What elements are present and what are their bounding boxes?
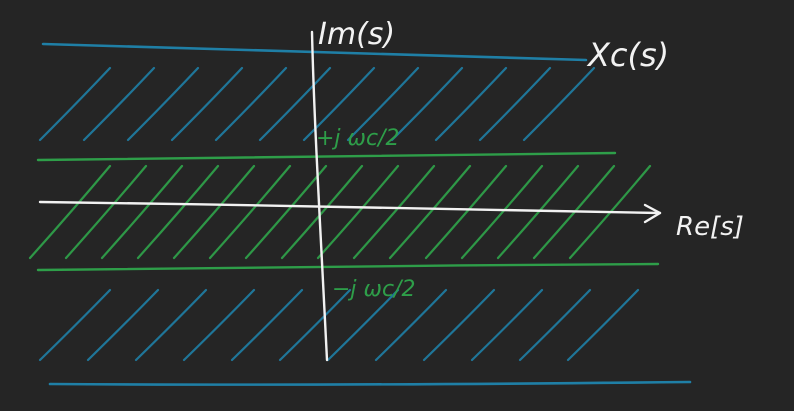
blue-hatch-mark (82, 66, 156, 142)
green-hatch-mark (136, 164, 220, 260)
blue-hatch-mark (390, 66, 464, 142)
green-hatch-mark (388, 164, 472, 260)
blue-hatch-mark (38, 288, 112, 362)
blue-hatch-mark (214, 66, 288, 142)
blue-hatch-mark (522, 66, 596, 142)
blue-hatch-mark (134, 288, 208, 362)
blue-hatch-mark (434, 66, 508, 142)
lower-bound-label: −j ωc/2 (332, 277, 415, 302)
blue-hatch-mark (478, 66, 552, 142)
green-hatch-mark (100, 164, 184, 260)
blue-hatch-mark (422, 288, 496, 362)
blue-hatch-mark (278, 288, 352, 362)
green-hatch-mark (208, 164, 292, 260)
blue-hatch-mark (518, 288, 592, 362)
blue-hatch-mark (470, 288, 544, 362)
green-hatch-mark (352, 164, 436, 260)
blue-hatch-mark (182, 288, 256, 362)
blue-hatch-mark (326, 288, 400, 362)
blue-hatch-mark (374, 288, 448, 362)
imag-axis-label: Im(s) (318, 17, 395, 52)
region-label: Xc(s) (586, 36, 669, 74)
blue-hatch-mark (86, 288, 160, 362)
blue-hatch-mark (170, 66, 244, 142)
green-hatch-mark (424, 164, 508, 260)
blue-hatch-mark (302, 66, 376, 142)
blue-hatching-lower (38, 288, 640, 362)
blue-lower-boundary (48, 380, 692, 386)
green-hatch-mark (172, 164, 256, 260)
blue-hatch-mark (126, 66, 200, 142)
blue-hatching-upper (38, 66, 596, 142)
green-hatch-mark (316, 164, 400, 260)
arrow-right-icon (643, 203, 662, 224)
green-hatch-mark (280, 164, 364, 260)
upper-bound-label: +j ωc/2 (316, 126, 399, 151)
blue-hatch-mark (230, 288, 304, 362)
imaginary-axis (310, 30, 329, 362)
green-hatch-mark (28, 164, 112, 260)
blue-hatch-mark (566, 288, 640, 362)
green-upper-boundary (36, 151, 617, 162)
green-lower-boundary (36, 262, 660, 272)
blue-hatch-mark (38, 66, 112, 142)
blue-upper-boundary (41, 42, 588, 62)
blue-hatch-mark (346, 66, 420, 142)
blue-hatch-mark (258, 66, 332, 142)
real-axis-label: Re[s] (676, 212, 744, 242)
green-hatch-mark (64, 164, 148, 260)
green-hatching (28, 164, 652, 260)
real-axis (38, 200, 662, 215)
